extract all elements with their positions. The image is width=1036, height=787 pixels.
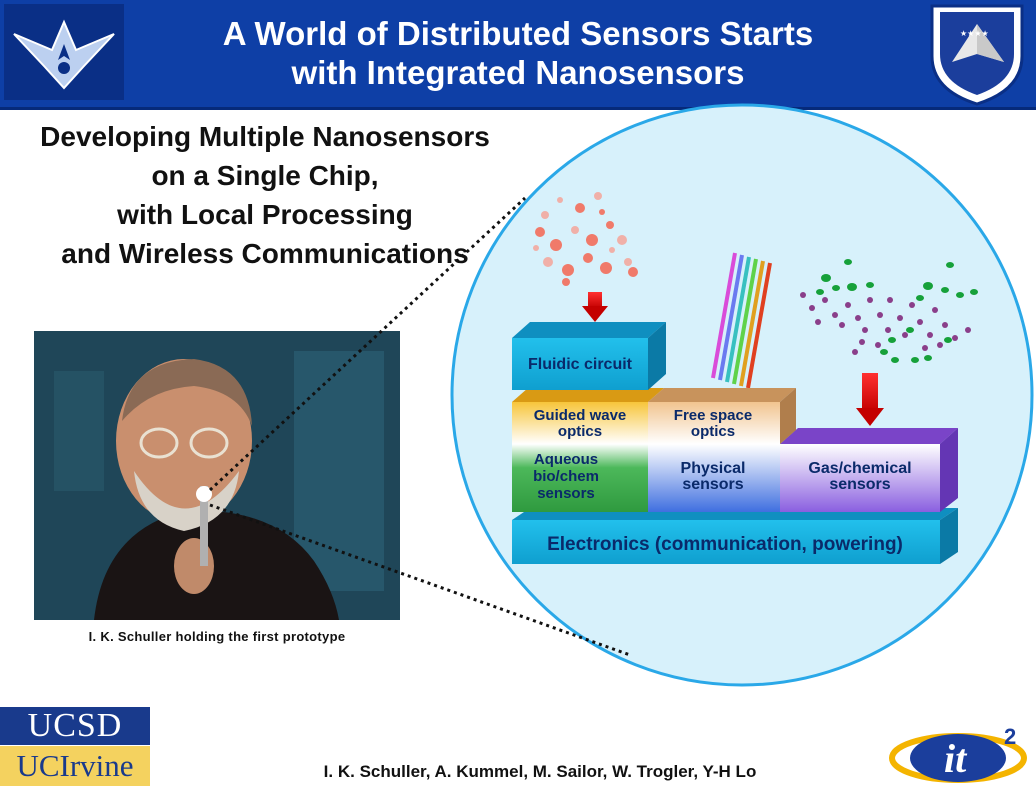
label-guided-1: Guided wave <box>534 407 627 424</box>
magnification-circle <box>450 103 1034 687</box>
label-gas-1: Gas/chemical <box>808 460 911 477</box>
it2-logo: it 2 <box>889 724 1027 783</box>
researcher-photo <box>34 331 400 620</box>
it2-logo-superscript: 2 <box>1004 724 1016 749</box>
block-physical <box>648 444 780 512</box>
block-guided-wave <box>512 388 664 444</box>
label-physical-2: sensors <box>682 476 743 493</box>
label-free-2: optics <box>691 423 735 440</box>
block-electronics <box>512 508 958 564</box>
subtitle-line-1: Developing Multiple Nanosensors <box>40 121 490 152</box>
fluid-input-arrow <box>582 292 608 322</box>
label-fluidic: Fluidic circuit <box>528 356 633 373</box>
block-free-space <box>648 388 796 444</box>
it2-logo-text: it <box>944 736 968 781</box>
title-line-1: A World of Distributed Sensors Starts <box>222 15 814 52</box>
air-force-wings-logo <box>4 4 124 100</box>
label-aqueous-3: sensors <box>537 485 595 502</box>
label-free-1: Free space <box>674 407 752 424</box>
label-electronics: Electronics (communication, powering) <box>547 534 903 555</box>
label-aqueous-1: Aqueous <box>534 451 598 468</box>
gas-particles <box>800 259 978 363</box>
light-rays <box>711 252 772 389</box>
gas-input-arrow <box>856 373 884 426</box>
bio-particles <box>533 192 638 286</box>
subtitle-line-3: with Local Processing <box>117 199 413 230</box>
ucsd-logo: UCSD <box>0 707 150 745</box>
label-aqueous-2: bio/chem <box>533 468 599 485</box>
subtitle-line-2: on a Single Chip, <box>151 160 379 191</box>
svg-text:★★★★: ★★★★ <box>960 29 989 38</box>
afrl-seal-logo: ★★★★ <box>930 4 1024 106</box>
block-fluidic <box>512 322 666 390</box>
page-title: A World of Distributed Sensors Starts wi… <box>130 14 906 92</box>
label-physical-1: Physical <box>681 460 746 477</box>
label-gas-2: sensors <box>829 476 890 493</box>
subtitle: Developing Multiple Nanosensors on a Sin… <box>0 117 530 273</box>
ucirvine-logo: UCIrvine <box>0 746 150 786</box>
photo-caption: I. K. Schuller holding the first prototy… <box>88 629 346 644</box>
block-gas <box>780 428 958 512</box>
authors-line: I. K. Schuller, A. Kummel, M. Sailor, W.… <box>323 762 757 781</box>
label-guided-2: optics <box>558 423 602 440</box>
block-aqueous <box>512 444 648 512</box>
photo-illustration <box>34 331 400 620</box>
subtitle-line-4: and Wireless Communications <box>61 238 469 269</box>
title-line-2: with Integrated Nanosensors <box>291 54 745 91</box>
header-banner: A World of Distributed Sensors Starts wi… <box>0 0 1036 110</box>
